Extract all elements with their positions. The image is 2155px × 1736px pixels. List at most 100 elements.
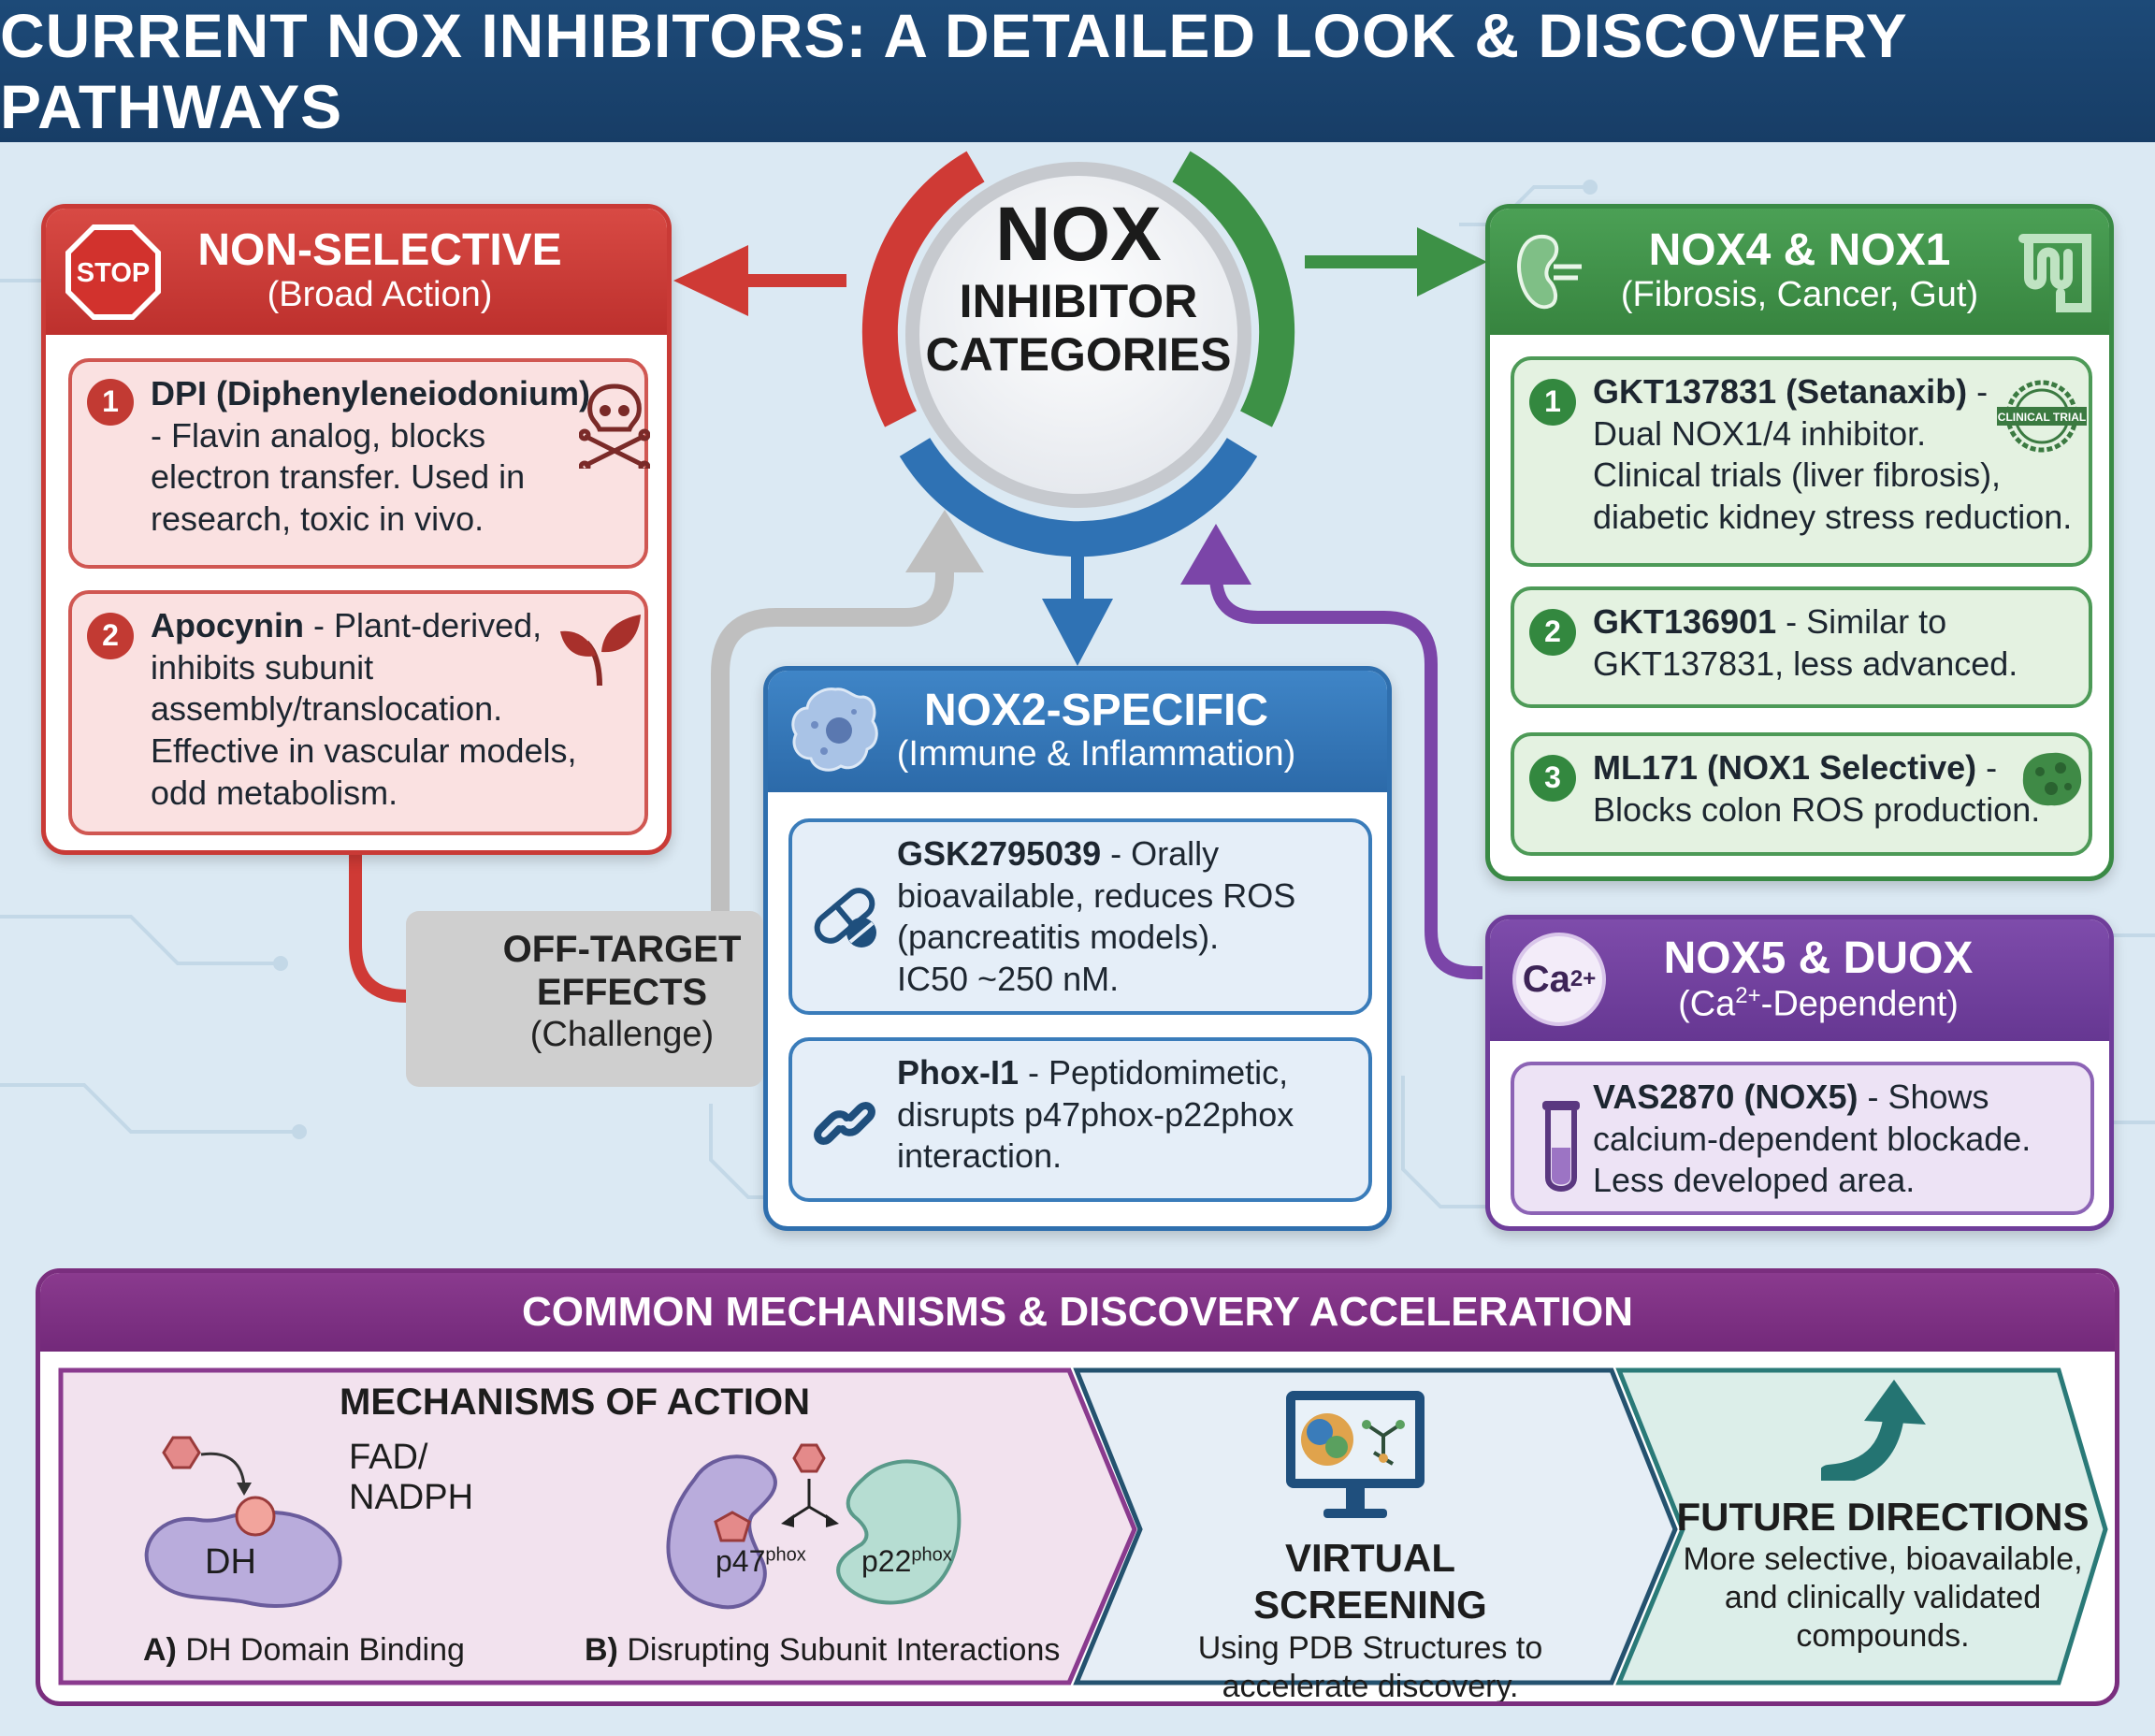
future-directions-line-2: and clinically validated — [1724, 1580, 2042, 1616]
hub-line-2: INHIBITOR — [959, 275, 1198, 327]
page-title: CURRENT NOX INHIBITORS: A DETAILED LOOK … — [0, 1, 1907, 141]
item-desc-line: - Peptidomimetic, — [1019, 1053, 1289, 1092]
common-mechanisms-header: COMMON MECHANISMS & DISCOVERY ACCELERATI… — [40, 1273, 2115, 1352]
card-apocynin-text: Apocynin - Plant-derived, inhibits subun… — [151, 605, 642, 814]
item-desc-line: bioavailable, reduces ROS — [897, 875, 1296, 915]
chevron-mechanisms — [58, 1367, 1137, 1685]
stop-sign-label: STOP — [77, 258, 150, 288]
pill-capsule-icon — [814, 888, 876, 948]
arrow-to-off-target — [349, 846, 440, 1003]
clinical-trial-badge-icon: CLINICAL TRIAL — [1997, 380, 2087, 453]
p22phox-label: p22phox — [861, 1544, 952, 1579]
leaf-icon — [560, 615, 641, 687]
nox2-specific-panel: NOX2-SPECIFIC (Immune & Inflammation) GS… — [763, 666, 1392, 1231]
card-gkt136901-text: GKT136901 - Similar to GKT137831, less a… — [1593, 601, 2089, 685]
number-badge: 3 — [1529, 755, 1576, 802]
off-target-line-1: OFF-TARGET — [502, 929, 742, 970]
item-desc-line: research, toxic in vivo. — [151, 499, 485, 538]
item-desc-line: - Plant-derived, — [304, 606, 542, 644]
item-name: ML171 (NOX1 Selective) — [1593, 748, 1977, 787]
item-desc-line: Less developed area. — [1593, 1161, 1916, 1200]
subtitle-part: -Dependent) — [1760, 984, 1959, 1024]
card-vas2870-text: VAS2870 (NOX5) - Shows calcium-dependent… — [1593, 1077, 2089, 1202]
non-selective-panel: NON-SELECTIVE (Broad Action) STOP 1 DPI … — [41, 204, 672, 855]
intestine-icon — [2018, 234, 2091, 312]
mechanism-b-letter: B) — [585, 1632, 618, 1668]
virtual-screening-block: VIRTUAL SCREENING Using PDB Structures t… — [1183, 1535, 1557, 1701]
card-phox-i1-text: Phox-I1 - Peptidomimetic, disrupts p47ph… — [897, 1052, 1365, 1178]
item-name: VAS2870 (NOX5) — [1593, 1078, 1859, 1116]
mechanism-a-label: A) DH Domain Binding — [143, 1632, 465, 1669]
kidney-icon — [1517, 234, 1582, 310]
upward-arrow-icon — [1821, 1380, 1926, 1481]
item-name: DPI (Diphenyleneiodonium) — [151, 374, 591, 412]
nox2-header: NOX2-SPECIFIC (Immune & Inflammation) — [768, 671, 1387, 792]
future-directions-block: FUTURE DIRECTIONS More selective, bioava… — [1668, 1494, 2098, 1656]
card-vas2870: VAS2870 (NOX5) - Shows calcium-dependent… — [1511, 1062, 2094, 1215]
card-phox-i1: Phox-I1 - Peptidomimetic, disrupts p47ph… — [788, 1037, 1372, 1202]
item-desc-line: Blocks colon ROS production. — [1593, 789, 2041, 829]
number-badge: 1 — [87, 379, 134, 426]
calcium-symbol: Ca — [1522, 958, 1570, 1000]
calcium-charge: 2+ — [1569, 966, 1597, 991]
dh-domain-shape — [144, 1510, 342, 1609]
p47phox-label: p47phox — [716, 1544, 806, 1579]
item-desc-line: (pancreatitis models). — [897, 918, 1220, 957]
immune-cell-icon — [791, 687, 878, 772]
mechanism-a-text: DH Domain Binding — [176, 1632, 465, 1668]
chain-link-icon — [814, 1102, 875, 1145]
nox5-duox-title: NOX5 & DUOX — [1663, 933, 1974, 984]
virtual-screening-line-1: Using PDB Structures to — [1197, 1629, 1543, 1666]
number-badge: 1 — [1529, 379, 1576, 426]
item-name: GSK2795039 — [897, 834, 1102, 873]
arrowhead-green — [1417, 227, 1487, 297]
mechanism-b-label: B) Disrupting Subunit Interactions — [585, 1632, 1060, 1669]
nox4-nox1-subtitle: (Fibrosis, Cancer, Gut) — [1620, 274, 1979, 314]
mechanism-a-letter: A) — [143, 1632, 177, 1668]
item-desc-line: Dual NOX1/4 inhibitor. — [1593, 413, 1927, 453]
item-name: GKT137831 (Setanaxib) — [1593, 372, 1968, 411]
virtual-screening-title: VIRTUAL SCREENING — [1253, 1536, 1487, 1628]
item-desc-line: - Similar to — [1776, 602, 1947, 641]
item-desc-line: odd metabolism. — [151, 773, 398, 812]
arrow-from-off-target — [711, 561, 954, 917]
inhibitor-hexagon-top-icon — [792, 1443, 826, 1473]
clinical-trial-badge-label: CLINICAL TRIAL — [1998, 411, 2086, 424]
fad-nadph-label: FAD/ NADPH — [349, 1438, 473, 1517]
hub-line-1: NOX — [995, 192, 1162, 277]
item-desc-line: Effective in vascular models, — [151, 731, 577, 770]
split-arrow — [788, 1479, 832, 1522]
p22phox-subunit-shape — [836, 1459, 962, 1605]
arrowhead-gray — [905, 510, 984, 572]
computer-monitor-icon — [1286, 1391, 1425, 1518]
chevron-flow — [58, 1367, 2108, 1685]
card-gsk2795039: GSK2795039 - Orally bioavailable, reduce… — [788, 818, 1372, 1015]
nox4-nox1-panel: NOX4 & NOX1 (Fibrosis, Cancer, Gut) 1 GK… — [1485, 204, 2114, 881]
arrowhead-purple — [1180, 524, 1251, 585]
card-ml171: 3 ML171 (NOX1 Selective) - Blocks colon … — [1511, 732, 2092, 856]
item-desc-line: electron transfer. Used in — [151, 457, 526, 497]
item-desc-line: - — [1976, 748, 1998, 787]
test-tube-icon — [1542, 1101, 1580, 1192]
item-desc-line: assembly/translocation. — [151, 689, 503, 729]
arrowhead-red — [673, 245, 748, 316]
card-gkt137831-text: GKT137831 (Setanaxib) - Dual NOX1/4 inhi… — [1593, 371, 2098, 539]
subtitle-part: (Ca — [1678, 984, 1736, 1024]
nox4-nox1-header: NOX4 & NOX1 (Fibrosis, Cancer, Gut) — [1490, 209, 2109, 335]
common-mechanisms-section: COMMON MECHANISMS & DISCOVERY ACCELERATI… — [36, 1268, 2119, 1706]
card-gkt136901: 2 GKT136901 - Similar to GKT137831, less… — [1511, 586, 2092, 708]
future-directions-title: FUTURE DIRECTIONS — [1676, 1495, 2090, 1539]
subunit-disruption-diagram — [666, 1443, 962, 1610]
item-desc-line: disrupts p47phox-p22phox — [897, 1094, 1294, 1134]
card-dpi-text: DPI (Diphenyleneiodonium) - Flavin analo… — [151, 373, 600, 541]
nadph-label: NADPH — [349, 1477, 474, 1517]
item-desc-line: IC50 ~250 nM. — [897, 959, 1120, 998]
mechanism-b-text: Disrupting Subunit Interactions — [617, 1632, 1061, 1668]
arrowhead-blue — [1042, 599, 1113, 666]
item-name: Phox-I1 — [897, 1053, 1020, 1092]
chevron-future-directions — [1615, 1367, 2108, 1685]
off-target-line-2: EFFECTS — [536, 972, 708, 1013]
